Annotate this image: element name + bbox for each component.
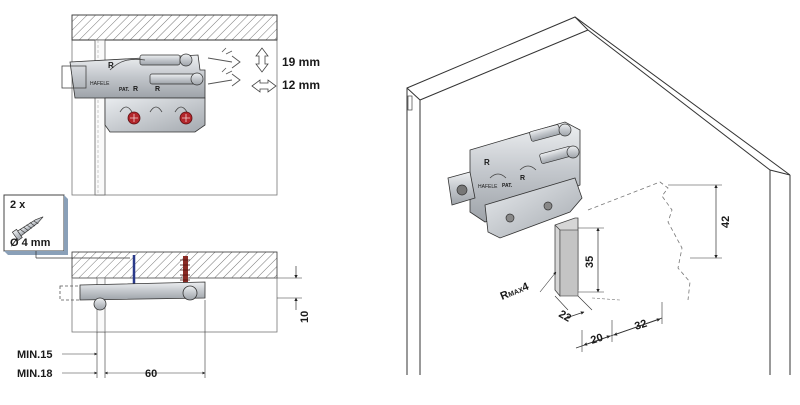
front-letter-3: R: [155, 86, 160, 93]
iso-dim-42: 42: [720, 216, 732, 228]
side-view-screw-right: [180, 256, 190, 286]
min-15-label: MIN.15: [17, 349, 52, 361]
vertical-adjust-label: 19 mm: [282, 55, 320, 69]
iso-letter-1: R: [484, 158, 490, 167]
iso-pat-mark: PAT.: [502, 183, 513, 189]
wood-screw-icon: [11, 216, 44, 241]
iso-dim-35: 35: [584, 256, 596, 268]
vertical-adjust-arrow-icon: [255, 47, 269, 73]
iso-radius-label: RMAX4: [499, 280, 532, 303]
side-view-panel: [71, 277, 278, 333]
front-brand-mark: HAFELE: [90, 81, 110, 87]
front-view-top-hatch: [71, 14, 278, 41]
depth-adjust-label: 12 mm: [282, 78, 320, 92]
min-18-label: MIN.18: [17, 368, 52, 380]
wall-rail-block: [554, 217, 579, 297]
iso-dim-32: 32: [633, 318, 648, 333]
iso-dim-20: 20: [589, 332, 604, 347]
cabinet-outline: [406, 16, 791, 375]
iso-hanger-bracket: R R HAFELE PAT.: [447, 121, 583, 239]
front-letter-2: R: [133, 86, 138, 93]
front-view: R R R HAFELE PAT. 19 mm 12 mm: [61, 14, 320, 196]
front-letter-1: R: [108, 61, 114, 70]
screwdriver-icon-vertical: [207, 47, 241, 69]
front-pat-mark: PAT.: [119, 87, 130, 93]
screw-diameter: Ø 4 mm: [10, 237, 51, 249]
back-panel-profile: [587, 181, 691, 301]
screw-callout: 2 x Ø 4 mm: [3, 194, 130, 259]
isometric-view: R R HAFELE PAT. 42 35 RMAX4 22: [406, 16, 791, 375]
side-view-top-hatch: [71, 251, 278, 279]
front-hanger-bracket: R R R HAFELE PAT.: [61, 53, 206, 133]
iso-dim-22: 22: [557, 308, 574, 325]
depth-dim-60: 60: [145, 368, 157, 380]
screwdriver-icon-depth: [207, 67, 241, 87]
depth-adjust-arrow-icon: [251, 79, 277, 93]
side-height-dim: 10: [299, 311, 311, 323]
screw-count: 2 x: [10, 199, 26, 211]
side-view: 10 MIN.15 MIN.18 60: [17, 251, 311, 380]
iso-brand-mark: HAFELE: [478, 184, 498, 190]
iso-letter-2: R: [520, 175, 525, 182]
